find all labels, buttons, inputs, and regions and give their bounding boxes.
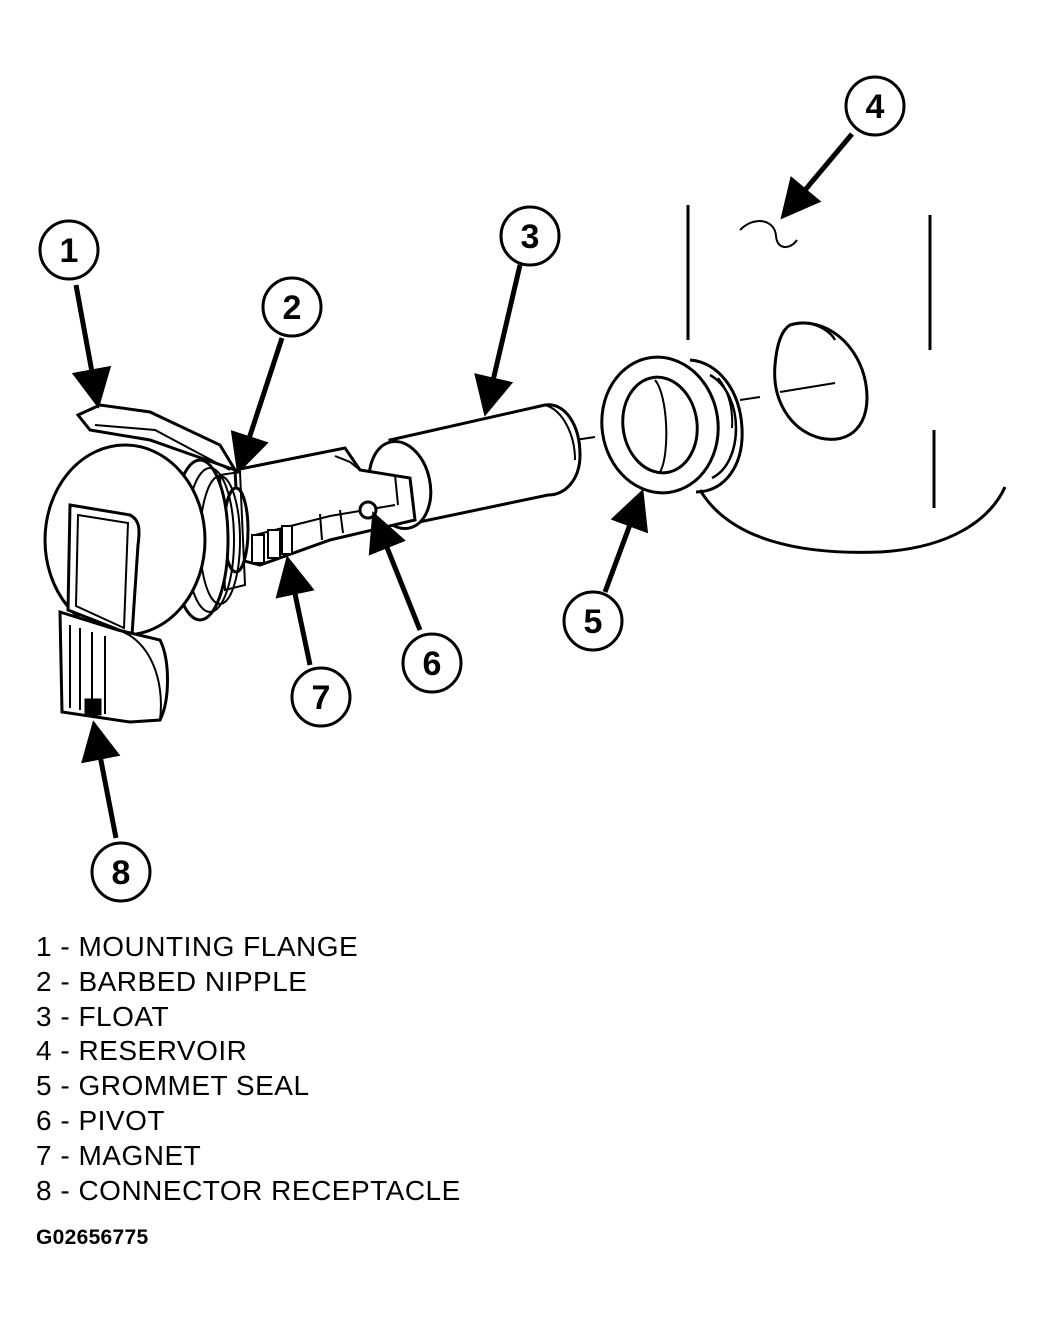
svg-text:1: 1 xyxy=(60,232,79,270)
figure-id: G02656775 xyxy=(36,1226,149,1249)
svg-text:8: 8 xyxy=(112,854,131,892)
arrow-1 xyxy=(71,284,112,409)
parts-legend: 1 - MOUNTING FLANGE 2 - BARBED NIPPLE 3 … xyxy=(36,930,461,1208)
svg-text:7: 7 xyxy=(312,679,331,717)
callout-5: 5 xyxy=(562,590,624,652)
svg-text:2: 2 xyxy=(283,289,302,327)
exploded-view-diagram: 1 2 3 4 5 6 7 8 xyxy=(38,75,1007,903)
pivot xyxy=(358,500,378,520)
arrow-4 xyxy=(780,132,854,220)
legend-item: 4 - RESERVOIR xyxy=(36,1035,248,1067)
arrow-3 xyxy=(474,264,523,417)
float xyxy=(367,403,582,530)
arrow-5 xyxy=(602,488,649,593)
callout-4: 4 xyxy=(844,75,906,137)
svg-text:4: 4 xyxy=(866,88,885,126)
svg-text:3: 3 xyxy=(521,218,540,256)
magnet-arm xyxy=(233,446,417,567)
svg-text:5: 5 xyxy=(584,603,603,641)
legend-item: 1 - MOUNTING FLANGE xyxy=(36,931,359,962)
arrow-2 xyxy=(230,337,285,475)
grommet-seal xyxy=(600,355,744,495)
callout-arrows xyxy=(71,132,854,839)
legend-item: 2 - BARBED NIPPLE xyxy=(36,965,308,997)
callout-8: 8 xyxy=(90,841,152,903)
reservoir xyxy=(686,205,1007,554)
arrow-7 xyxy=(275,555,315,666)
arrow-8 xyxy=(81,720,121,839)
sensor-housing xyxy=(43,403,241,724)
legend-item: 7 - MAGNET xyxy=(36,1139,202,1171)
legend-item: 6 - PIVOT xyxy=(36,1104,165,1136)
legend-item: 5 - GROMMET SEAL xyxy=(36,1070,310,1102)
legend-item: 8 - CONNECTOR RECEPTACLE xyxy=(36,1174,461,1206)
callout-6: 6 xyxy=(401,632,463,694)
arrow-6 xyxy=(368,511,423,631)
callout-3: 3 xyxy=(499,205,561,267)
callout-7: 7 xyxy=(290,666,352,728)
legend-item: 3 - FLOAT xyxy=(36,1000,170,1032)
svg-text:6: 6 xyxy=(423,645,442,683)
callout-1: 1 xyxy=(38,219,100,281)
callouts: 1 2 3 4 5 6 7 8 xyxy=(38,75,906,903)
callout-2: 2 xyxy=(261,276,323,338)
